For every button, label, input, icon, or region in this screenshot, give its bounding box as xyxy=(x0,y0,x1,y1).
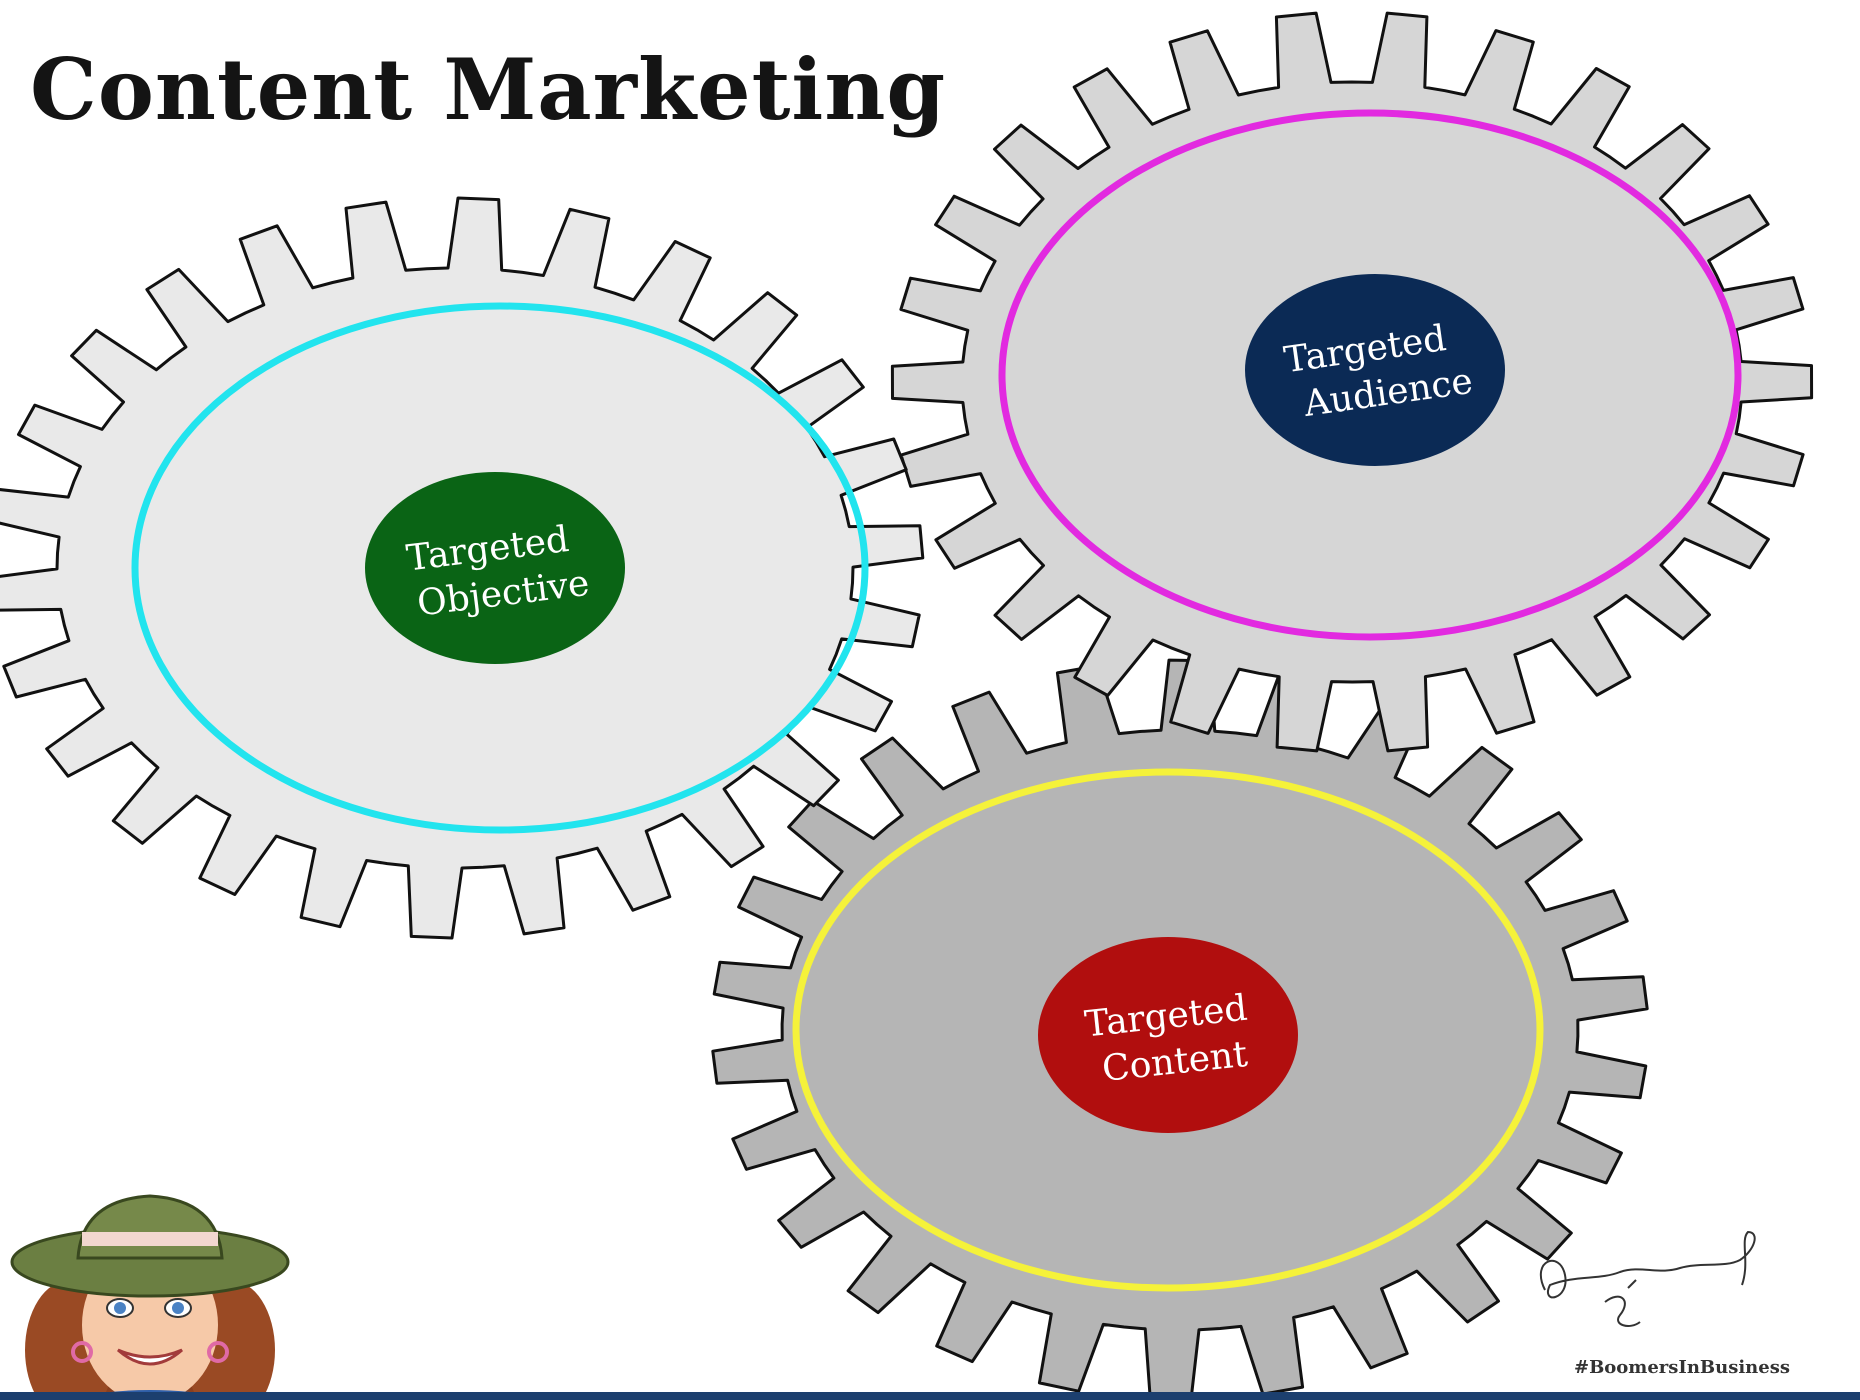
hub-targeted-content xyxy=(1038,937,1298,1133)
gear-objective-ring xyxy=(131,302,869,834)
gear-targeted-audience: Targeted Audience xyxy=(890,11,1814,753)
gear-content-ring xyxy=(792,768,1544,1292)
gear-audience-ring xyxy=(998,109,1742,641)
gear-targeted-content: Targeted Content xyxy=(711,658,1649,1400)
hub-targeted-objective xyxy=(365,472,625,664)
hub-targeted-audience xyxy=(1245,274,1505,466)
woman-with-hat-avatar xyxy=(10,1194,290,1400)
footer-bar xyxy=(0,1392,1860,1400)
page-title: Content Marketing xyxy=(30,40,947,139)
hashtag-label: #BoomersInBusiness xyxy=(1573,1357,1790,1378)
signature-mark xyxy=(1539,1230,1756,1327)
gear-targeted-objective: Targeted Objective xyxy=(0,196,925,940)
